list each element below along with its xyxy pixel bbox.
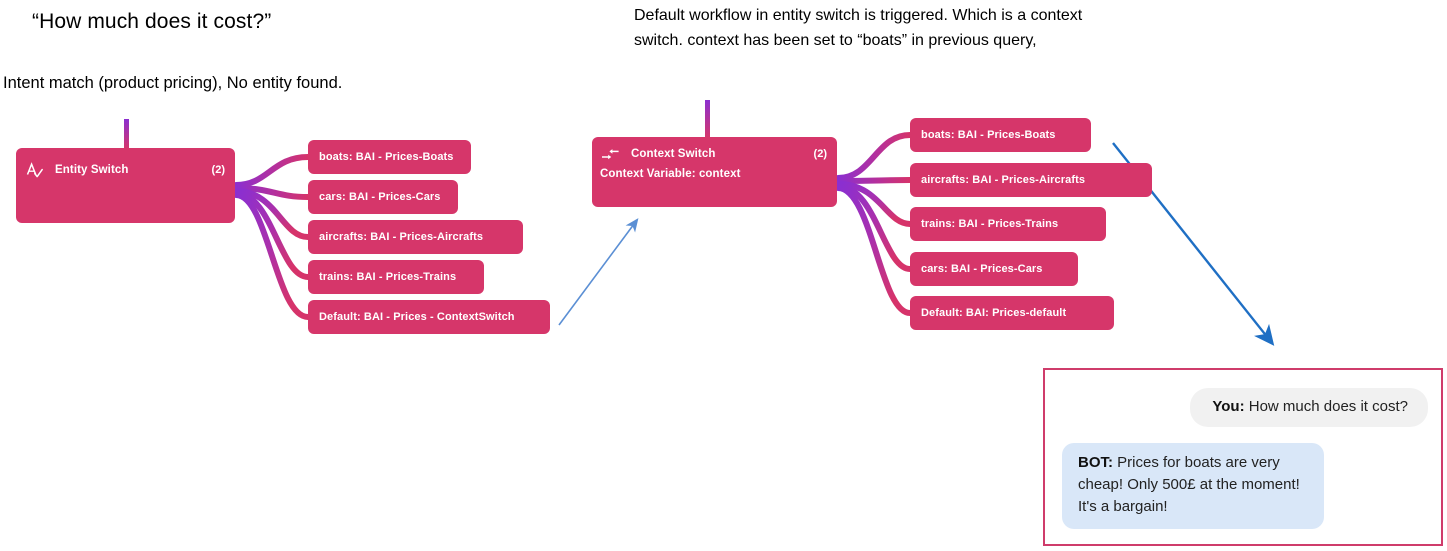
chat-transcript-panel: You: How much does it cost? BOT: Prices …	[1043, 368, 1443, 546]
entity-switch-stem	[124, 119, 129, 149]
entity-switch-node[interactable]: Entity Switch (2)	[16, 148, 235, 223]
branch-box[interactable]: boats: BAI - Prices-Boats	[308, 140, 471, 174]
entity-switch-title: Entity Switch	[55, 164, 129, 176]
default-workflow-note: Default workflow in entity switch is tri…	[634, 7, 1083, 49]
wire-entity-aircrafts	[233, 188, 311, 240]
intent-match-note: Intent match (product pricing), No entit…	[3, 74, 343, 92]
branch-box[interactable]: cars: BAI - Prices-Cars	[910, 252, 1078, 286]
branch-box[interactable]: Default: BAI - Prices - ContextSwitch	[308, 300, 550, 334]
context-switch-node[interactable]: Context Switch (2) Context Variable: con…	[592, 137, 837, 207]
context-switch-count: (2)	[813, 148, 827, 160]
wire-entity-trains	[233, 190, 311, 280]
branch-box[interactable]: aircrafts: BAI - Prices-Aircrafts	[910, 163, 1152, 197]
wire-context-default	[835, 185, 913, 316]
branch-box[interactable]: trains: BAI - Prices-Trains	[910, 207, 1106, 241]
chat-speaker-label: BOT:	[1078, 454, 1113, 471]
context-switch-title: Context Switch	[631, 148, 716, 160]
branch-box[interactable]: trains: BAI - Prices-Trains	[308, 260, 484, 294]
wire-entity-default	[233, 192, 311, 320]
branch-box[interactable]: Default: BAI: Prices-default	[910, 296, 1114, 330]
bidirectional-arrow-icon	[602, 148, 619, 159]
wire-context-trains	[835, 181, 913, 227]
chat-message-bot: BOT: Prices for boats are very cheap! On…	[1062, 443, 1324, 529]
chat-message-text: How much does it cost?	[1244, 398, 1408, 415]
branch-box[interactable]: cars: BAI - Prices-Cars	[308, 180, 458, 214]
page-title-quote: “How much does it cost?”	[32, 10, 272, 33]
context-switch-variable: Context Variable: context	[600, 168, 741, 180]
wire-context-cars	[835, 183, 913, 272]
entity-annotation-icon	[26, 161, 43, 177]
chat-message-user: You: How much does it cost?	[1190, 388, 1428, 427]
wire-entity-boats	[233, 154, 311, 188]
context-switch-stem	[705, 100, 710, 138]
wire-context-boats	[835, 132, 913, 181]
wire-entity-cars	[233, 185, 311, 200]
branch-box[interactable]: aircrafts: BAI - Prices-Aircrafts	[308, 220, 523, 254]
branch-box[interactable]: boats: BAI - Prices-Boats	[910, 118, 1091, 152]
entity-switch-header: Entity Switch (2)	[16, 159, 235, 181]
chat-message-text: Prices for boats are very cheap! Only 50…	[1078, 454, 1300, 515]
context-switch-header: Context Switch (2)	[592, 143, 837, 165]
chat-speaker-label: You:	[1212, 398, 1245, 415]
arrow-default-to-context-switch	[558, 218, 639, 326]
entity-switch-count: (2)	[211, 164, 225, 176]
wire-context-aircrafts	[835, 177, 913, 184]
